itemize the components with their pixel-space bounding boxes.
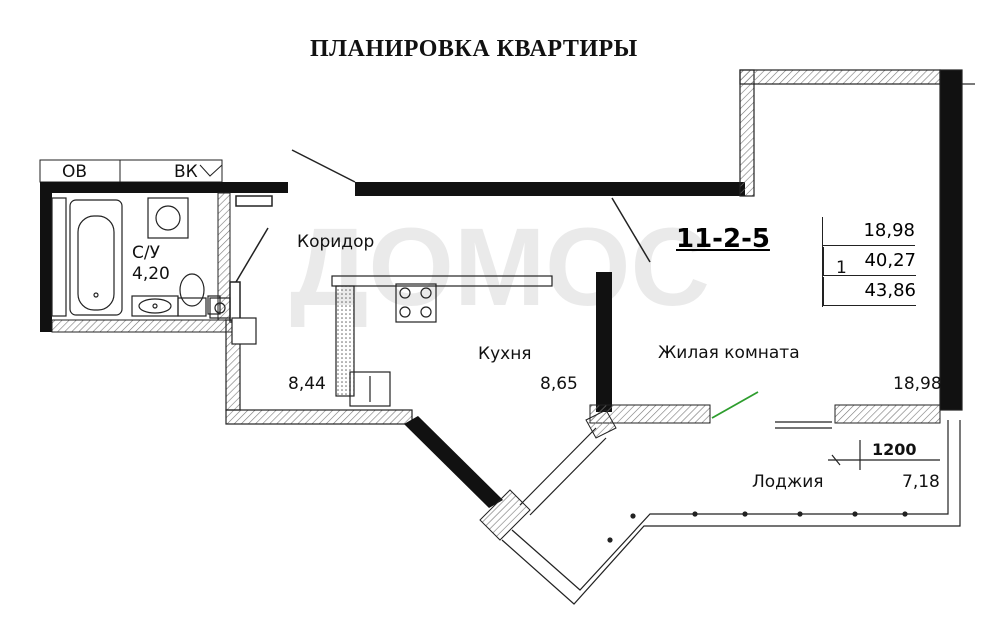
loggia-area: 7,18	[902, 472, 940, 492]
living-walls	[739, 69, 975, 411]
balcony-door-swing	[711, 391, 759, 419]
area-total: 43,86	[823, 277, 916, 306]
kitchen-area: 8,65	[540, 374, 578, 394]
dimension-line	[828, 440, 940, 470]
bathroom-walls	[40, 182, 288, 333]
area-living: 18,98	[823, 217, 915, 246]
kitchen-label: Кухня	[478, 344, 532, 364]
loggia-outline	[501, 420, 961, 605]
diagonal-wall	[404, 409, 617, 541]
page-title: ПЛАНИРОВКА КВАРТИРЫ	[310, 36, 638, 62]
bathroom-label: С/У	[132, 243, 160, 263]
bathtub	[51, 197, 123, 317]
kitchen-living-pillar	[589, 197, 941, 424]
loggia-label: Лоджия	[752, 472, 824, 492]
plumbing	[131, 197, 221, 317]
bathroom-area: 4,20	[132, 264, 170, 284]
area-living-total: 40,27	[823, 247, 916, 276]
kitchen-counter	[331, 275, 553, 407]
shaft-ov-label: ОВ	[62, 162, 88, 182]
corridor-area: 8,44	[288, 374, 326, 394]
north-wall	[355, 182, 745, 196]
dimension-label: 1200	[872, 440, 917, 459]
svg-text:ОС: ОС	[545, 206, 710, 329]
rooms-count: 1	[836, 258, 847, 278]
apartment-code: 11-2-5	[676, 224, 770, 254]
living-room-area: 18,98	[893, 374, 942, 394]
corridor-walls	[209, 297, 413, 425]
living-room-label: Жилая комната	[658, 343, 800, 363]
watermark: ДОМ ОС	[290, 206, 710, 329]
svg-text:ДОМ: ДОМ	[290, 206, 546, 329]
shaft-vk-label: ВК	[174, 162, 198, 182]
area-table: 18,98 40,27 43,86	[822, 217, 916, 307]
corridor-label: Коридор	[297, 232, 375, 252]
